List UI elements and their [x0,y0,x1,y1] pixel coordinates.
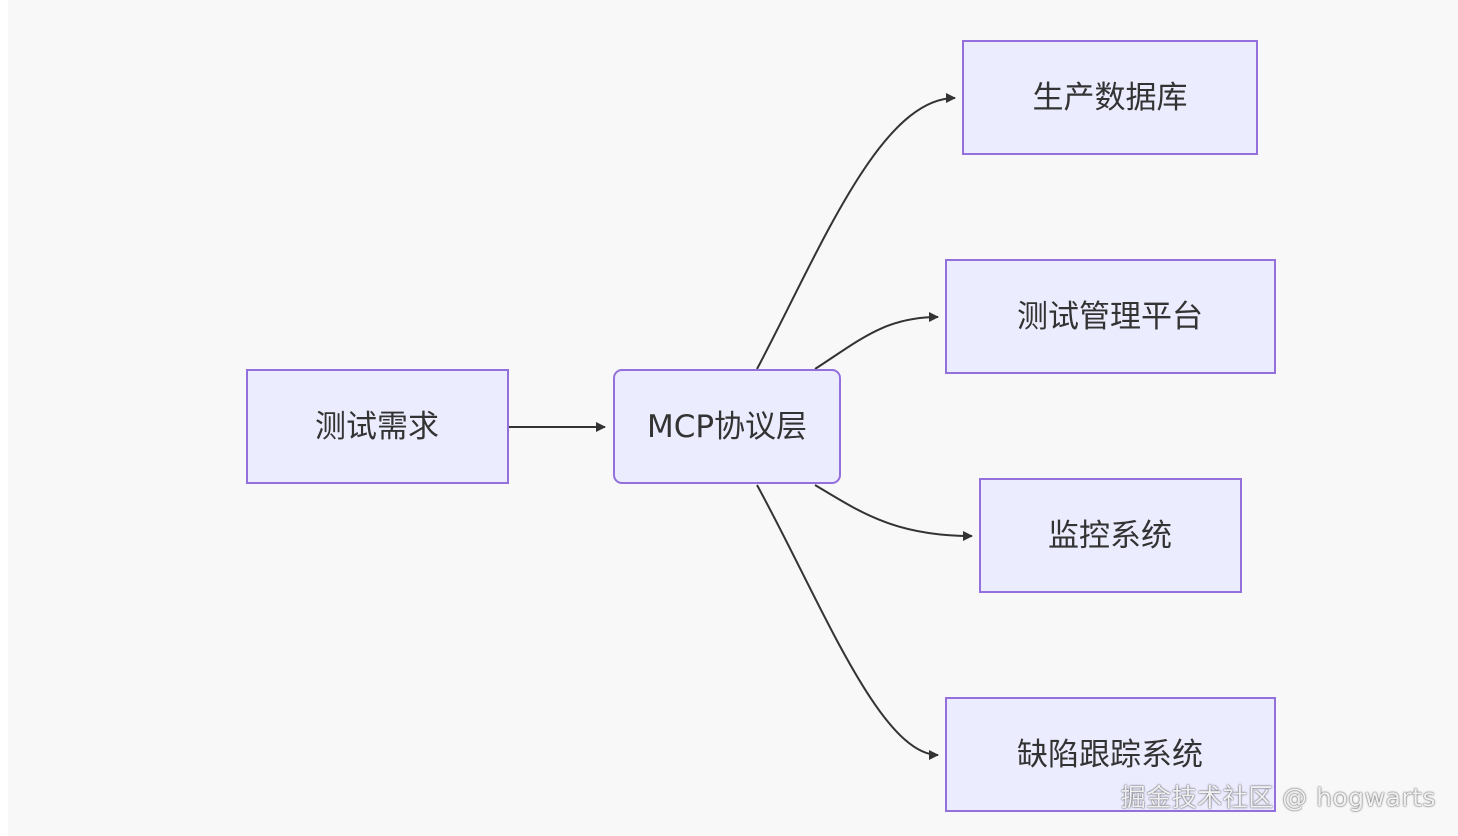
edge-mcp-mon [814,484,973,541]
watermark: 掘金技术社区 @ hogwarts [1120,783,1436,812]
node-test-requirement: 测试需求 [246,369,509,484]
node-label: 缺陷跟踪系统 [1017,737,1203,773]
node-label: 测试管理平台 [1017,299,1203,335]
node-box [962,40,1258,155]
node-label: MCP协议层 [647,409,807,445]
node-box [613,369,841,484]
node-label: 生产数据库 [1033,80,1188,116]
edge-mcp-db [756,93,956,370]
node-box [246,369,509,484]
edge-mcp-bug [756,484,939,760]
node-box [979,478,1242,593]
node-box [945,259,1276,374]
node-monitoring-system: 监控系统 [979,478,1242,593]
node-test-management-platform: 测试管理平台 [945,259,1276,374]
node-label: 监控系统 [1048,518,1172,554]
node-defect-tracking-system: 缺陷跟踪系统 [945,697,1276,812]
node-box [945,697,1276,812]
edges [509,93,973,760]
edge-mcp-tms [814,312,939,370]
node-mcp-protocol-layer: MCP协议层 [613,369,841,484]
node-label: 测试需求 [315,409,439,445]
node-production-database: 生产数据库 [962,40,1258,155]
